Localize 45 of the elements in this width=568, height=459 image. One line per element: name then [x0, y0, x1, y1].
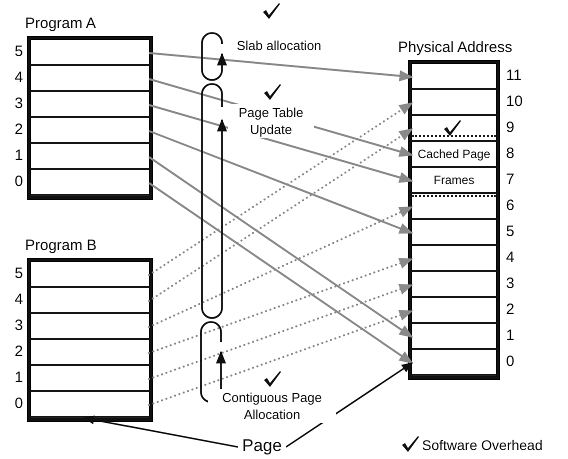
arrow [148, 52, 414, 82]
row-number: 11 [506, 66, 522, 86]
arrow [148, 130, 414, 234]
row-number: 10 [506, 92, 523, 112]
row-number: 2 [14, 120, 23, 140]
row-number: 5 [506, 222, 514, 242]
dotted-arrow [148, 284, 414, 380]
leader-line [286, 362, 413, 448]
block-title: Physical Address [398, 39, 512, 56]
annotation-text: Page Table Update [228, 104, 314, 138]
row-number: 1 [14, 146, 23, 166]
row-number: 0 [14, 394, 23, 414]
row-number: 5 [14, 42, 23, 62]
row-number: 4 [14, 68, 23, 88]
annotation-text: Contiguous Page Allocation [208, 389, 336, 423]
row-number: 5 [14, 264, 23, 284]
dotted-arrow [148, 102, 414, 276]
row-label: Cached Page [418, 147, 490, 161]
row-number: 9 [506, 118, 514, 138]
row-number: 7 [506, 170, 514, 190]
row-number: 2 [506, 300, 514, 320]
dotted-arrow [148, 258, 414, 354]
row-number: 6 [506, 196, 514, 216]
row-number: 1 [14, 368, 23, 388]
arrow [148, 182, 414, 364]
row-number: 3 [14, 316, 23, 336]
row-number: 4 [506, 248, 514, 268]
arrow [148, 104, 414, 183]
legend-text: Software Overhead [422, 436, 543, 452]
leader-line [83, 415, 238, 448]
row-number: 2 [14, 342, 23, 362]
row-number: 1 [506, 326, 514, 346]
row-label: Frames [434, 173, 474, 187]
block-title: Program A [25, 15, 96, 32]
row-number: 3 [506, 274, 514, 294]
block-title: Program B [25, 237, 97, 254]
dotted-arrow [148, 128, 414, 302]
row-number: 4 [14, 290, 23, 310]
arrow [148, 156, 414, 338]
row-number: 8 [506, 144, 514, 164]
dotted-arrow [148, 206, 414, 328]
row-number: 0 [14, 172, 23, 192]
dotted-arrow [148, 310, 414, 406]
row-number: 0 [506, 352, 514, 372]
row-number: 3 [14, 94, 23, 114]
